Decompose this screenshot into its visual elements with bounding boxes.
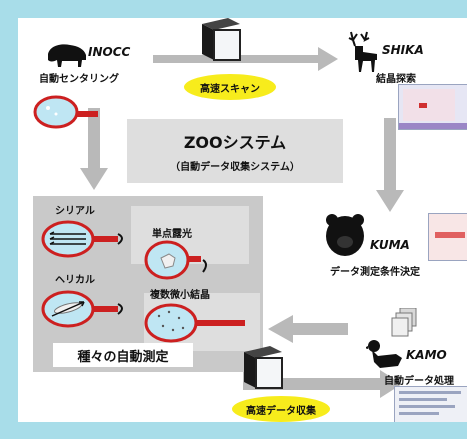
helical-label: ヘリカル — [55, 275, 95, 286]
duck-icon — [366, 340, 402, 368]
multi-crystal-label: 複数微小結晶 — [150, 290, 210, 301]
detector-icon-top — [202, 18, 241, 61]
arrow-inocc-to-measure — [80, 108, 108, 190]
collect-pill: 高速データ収集 — [232, 396, 330, 422]
shika-statusbar — [399, 123, 467, 129]
centering-loop-icon — [33, 95, 98, 129]
kuma-screenshot — [428, 213, 467, 261]
kamo-name: KAMO — [406, 348, 447, 362]
arrow-shika-to-kuma — [376, 118, 404, 212]
kamo-line-3 — [399, 405, 455, 408]
kamo-screenshot — [394, 386, 467, 422]
zoo-system-box: ZOOシステム （自動データ収集システム） — [127, 119, 343, 183]
shika-screenshot — [398, 84, 467, 130]
serial-label: シリアル — [55, 206, 95, 217]
kuma-desc: データ測定条件決定 — [330, 267, 420, 278]
kamo-desc: 自動データ処理 — [384, 376, 454, 387]
arrow-measure-to-kamo — [243, 370, 402, 398]
bison-icon — [48, 44, 86, 67]
inocc-name: INOCC — [88, 45, 131, 59]
zoo-subtitle: （自動データ収集システム） — [170, 162, 300, 173]
helical-loop-icon — [41, 290, 123, 328]
deer-icon — [348, 31, 377, 72]
kamo-line-1 — [399, 391, 461, 394]
shika-name: SHIKA — [382, 43, 424, 57]
kamo-line-2 — [399, 398, 447, 401]
kuma-name: KUMA — [370, 238, 410, 252]
arrow-kuma-to-measure — [268, 315, 348, 343]
single-shot-label: 単点露光 — [152, 229, 192, 240]
diagram-panel: INOCC 自動センタリング 高速スキャン SHIKA 結晶探索 ZOOシステム… — [18, 18, 467, 422]
measurement-panel-title: 種々の自動測定 — [53, 343, 193, 367]
flow-arrows — [80, 47, 404, 398]
multi-crystal-loop-icon — [144, 303, 245, 343]
scan-pill: 高速スキャン — [184, 74, 276, 100]
zoo-title: ZOOシステム — [183, 133, 287, 152]
shika-desc: 結晶探索 — [376, 74, 416, 85]
image-stack-icon — [391, 308, 417, 337]
bear-icon — [326, 214, 364, 256]
shika-map — [403, 89, 455, 121]
arrow-inocc-to-shika — [153, 47, 338, 71]
inocc-desc: 自動センタリング — [39, 74, 119, 85]
kamo-line-4 — [399, 412, 439, 415]
shika-hit — [419, 103, 427, 108]
detector-icon-bottom — [244, 346, 283, 389]
kuma-bar — [435, 232, 465, 238]
serial-loop-icon — [41, 220, 123, 258]
single-shot-loop-icon — [144, 240, 207, 280]
